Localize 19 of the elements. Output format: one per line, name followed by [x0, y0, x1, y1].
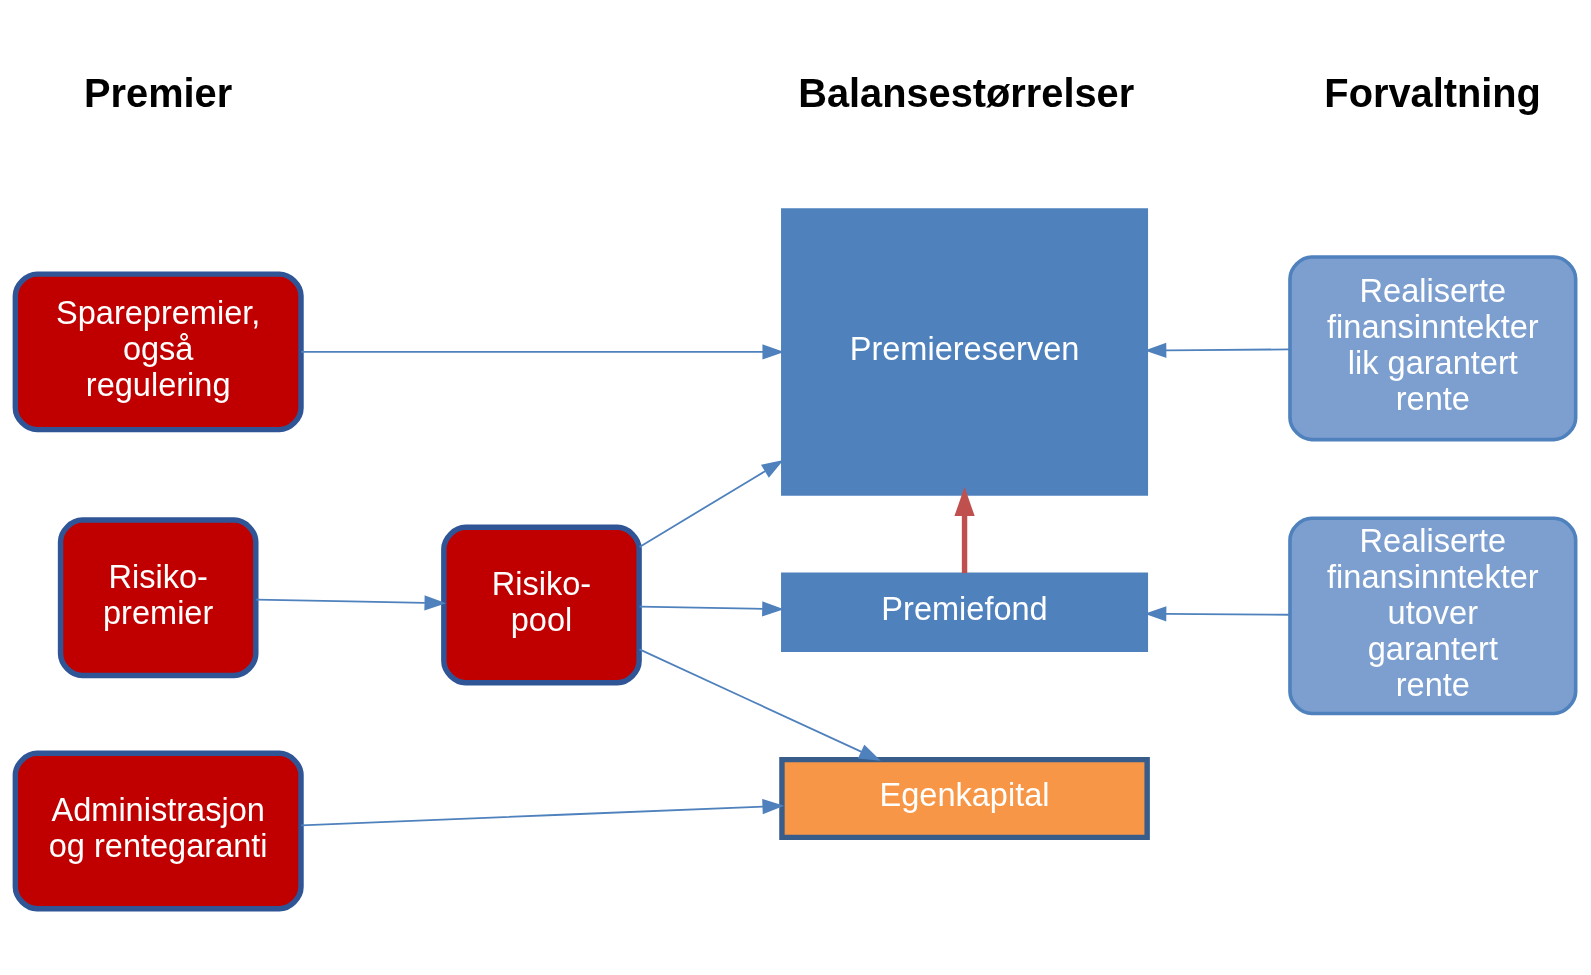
- node-box: Premiereserven: [781, 208, 1149, 496]
- node-box: Egenkapital: [779, 756, 1150, 841]
- node-box: Administrasjon og rentegaranti: [12, 750, 304, 912]
- node-box: Risiko- pool: [441, 524, 642, 686]
- node-box: Sparepremier, også regulering: [12, 271, 304, 433]
- arrow: [638, 648, 881, 761]
- node-box: Risiko- premier: [57, 517, 259, 679]
- label: Premier: [84, 71, 233, 116]
- label: Forvaltning: [1324, 71, 1541, 116]
- node-box: Realiserte finansinntekter lik garantert rente: [1288, 255, 1578, 442]
- arrow: [954, 487, 975, 574]
- arrow: [638, 601, 784, 617]
- arrow: [300, 799, 785, 827]
- node-box: Realiserte finansinntekter utover garantert rente: [1288, 516, 1578, 716]
- arrow: [638, 460, 784, 548]
- node-box: Premiefond: [781, 572, 1149, 653]
- label: Balansestørrelser: [798, 71, 1135, 116]
- arrow: [255, 595, 447, 611]
- arrow: [300, 344, 785, 360]
